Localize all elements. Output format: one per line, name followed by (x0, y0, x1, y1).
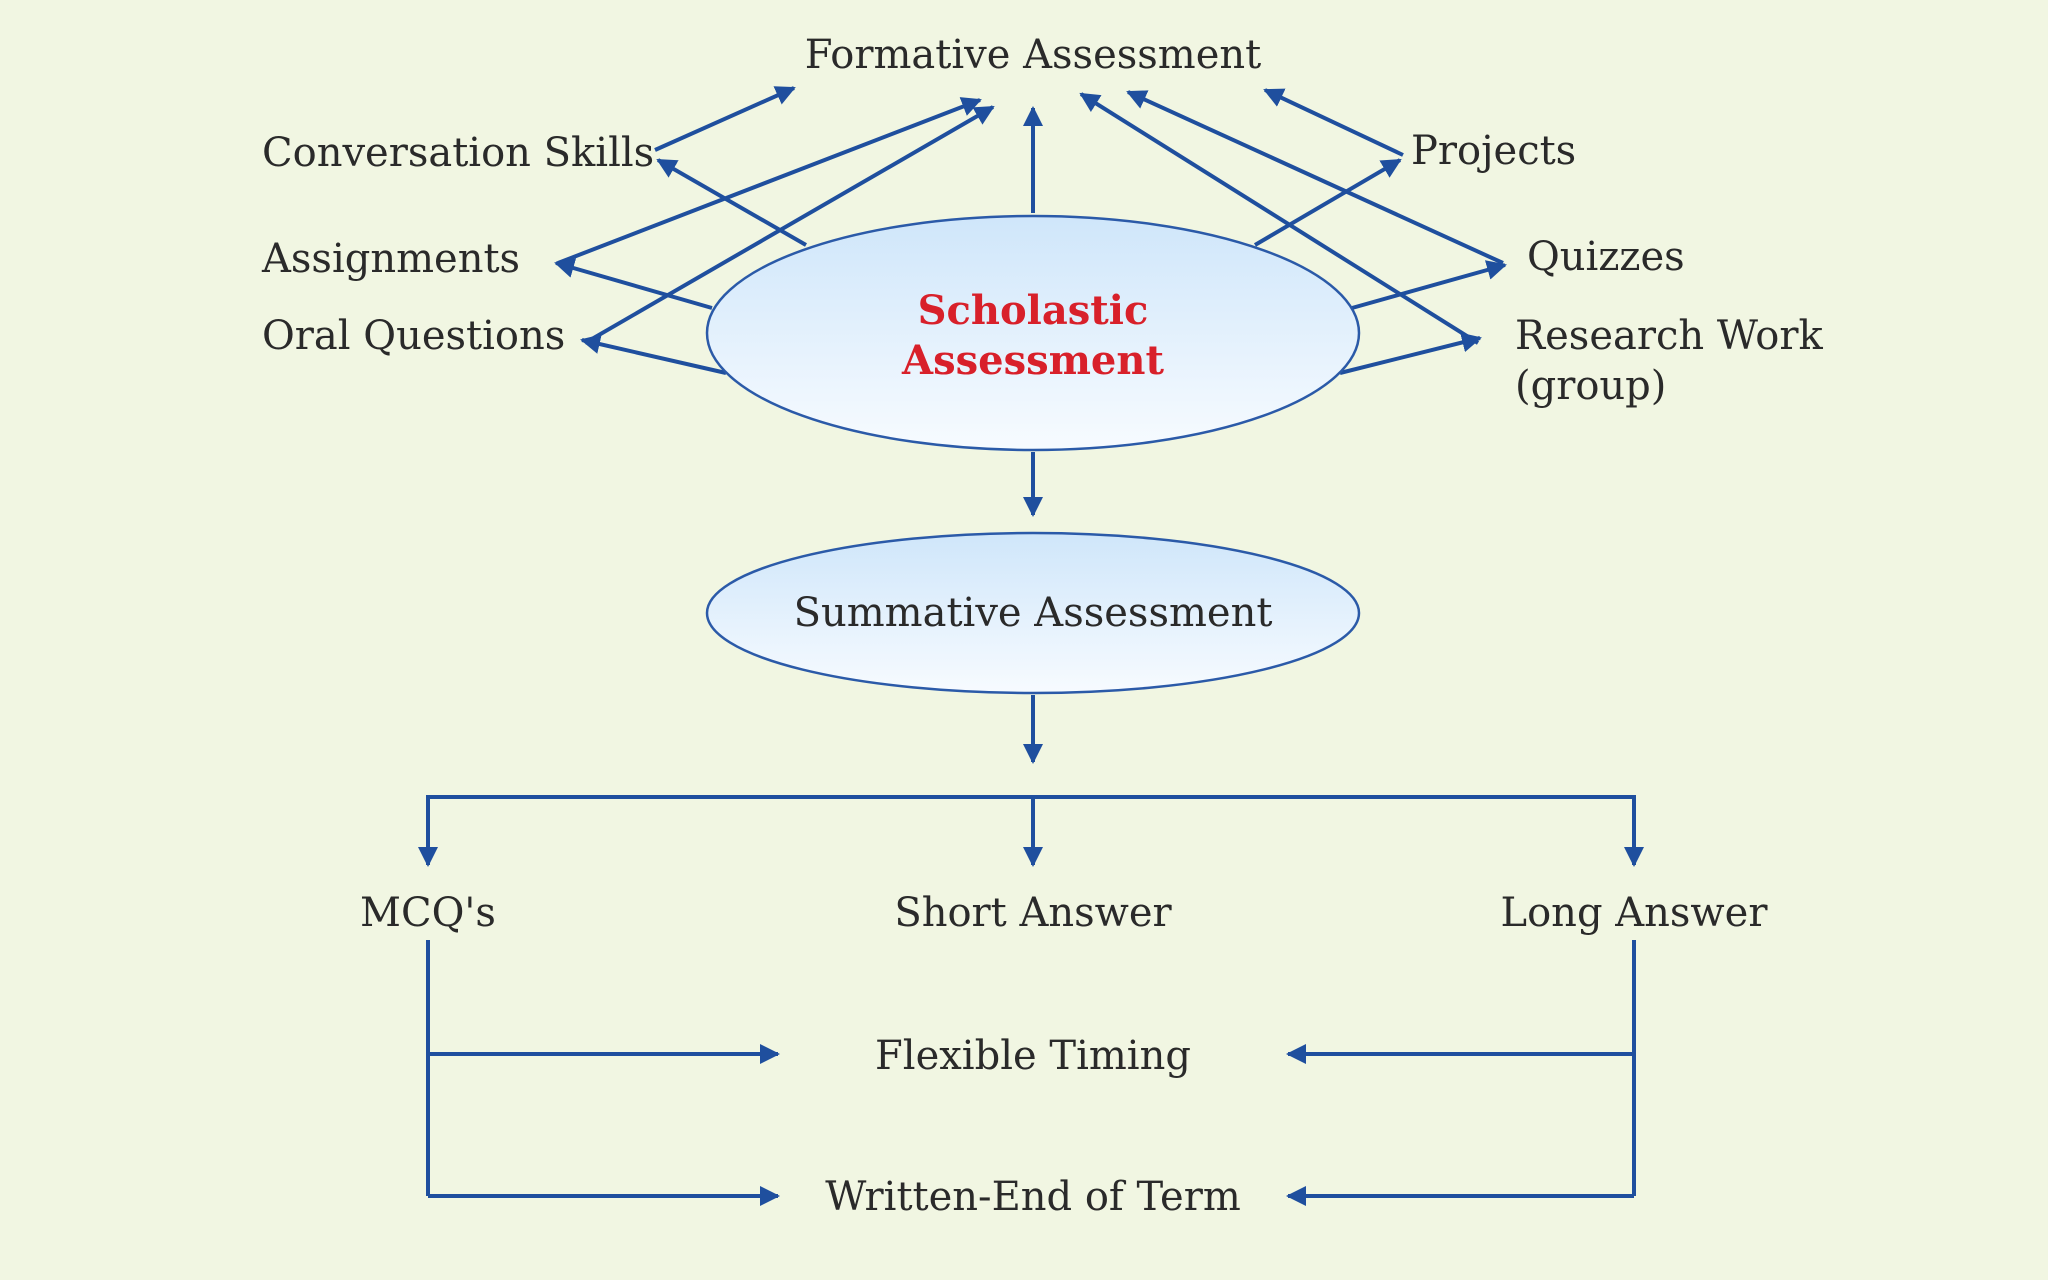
arrow-ellipse-to-conversation (656, 158, 807, 247)
arrow-oral-to-formative (583, 105, 995, 345)
arrows-modes (426, 940, 1636, 1206)
arrow-quizzes-to-formative (1126, 90, 1504, 265)
scholastic-assessment-ellipse (705, 214, 1361, 452)
oral-questions-label: Oral Questions (262, 313, 565, 359)
short-answer-label: Short Answer (894, 890, 1172, 936)
summative-assessment-ellipse (705, 531, 1361, 695)
long-answer-label: Long Answer (1501, 890, 1769, 936)
arrow-assignments-to-formative (557, 97, 982, 265)
arrows-summative-types (418, 695, 1644, 867)
research-work-label: Research Work (1515, 313, 1823, 359)
arrows-formative (557, 86, 1504, 345)
scholastic-label-line1: Scholastic (918, 287, 1149, 334)
written-end-of-term-label: Written-End of Term (825, 1174, 1241, 1220)
assignments-label: Assignments (261, 236, 520, 282)
scholastic-label-line2: Assessment (901, 337, 1164, 384)
arrows-to-items (554, 158, 1507, 375)
arrow-ellipse-to-oral (580, 334, 727, 375)
arrow-conversation-to-formative (654, 86, 796, 152)
arrow-ellipse-to-quizzes (1351, 260, 1507, 310)
mcqs-label: MCQ's (360, 890, 496, 936)
formative-assessment-label: Formative Assessment (805, 32, 1262, 78)
projects-label: Projects (1411, 128, 1576, 174)
flexible-timing-label: Flexible Timing (875, 1033, 1191, 1079)
arrow-ellipse-to-research (1339, 332, 1482, 375)
conversation-skills-label: Conversation Skills (262, 130, 654, 176)
quizzes-label: Quizzes (1527, 234, 1685, 280)
research-work-group-label: (group) (1515, 363, 1666, 409)
arrow-research-to-formative (1079, 92, 1480, 345)
arrow-ellipse-to-projects (1253, 158, 1402, 247)
arrow-projects-to-formative (1263, 88, 1404, 157)
arrow-ellipse-to-assignments (554, 258, 713, 310)
summative-assessment-label: Summative Assessment (794, 590, 1273, 636)
